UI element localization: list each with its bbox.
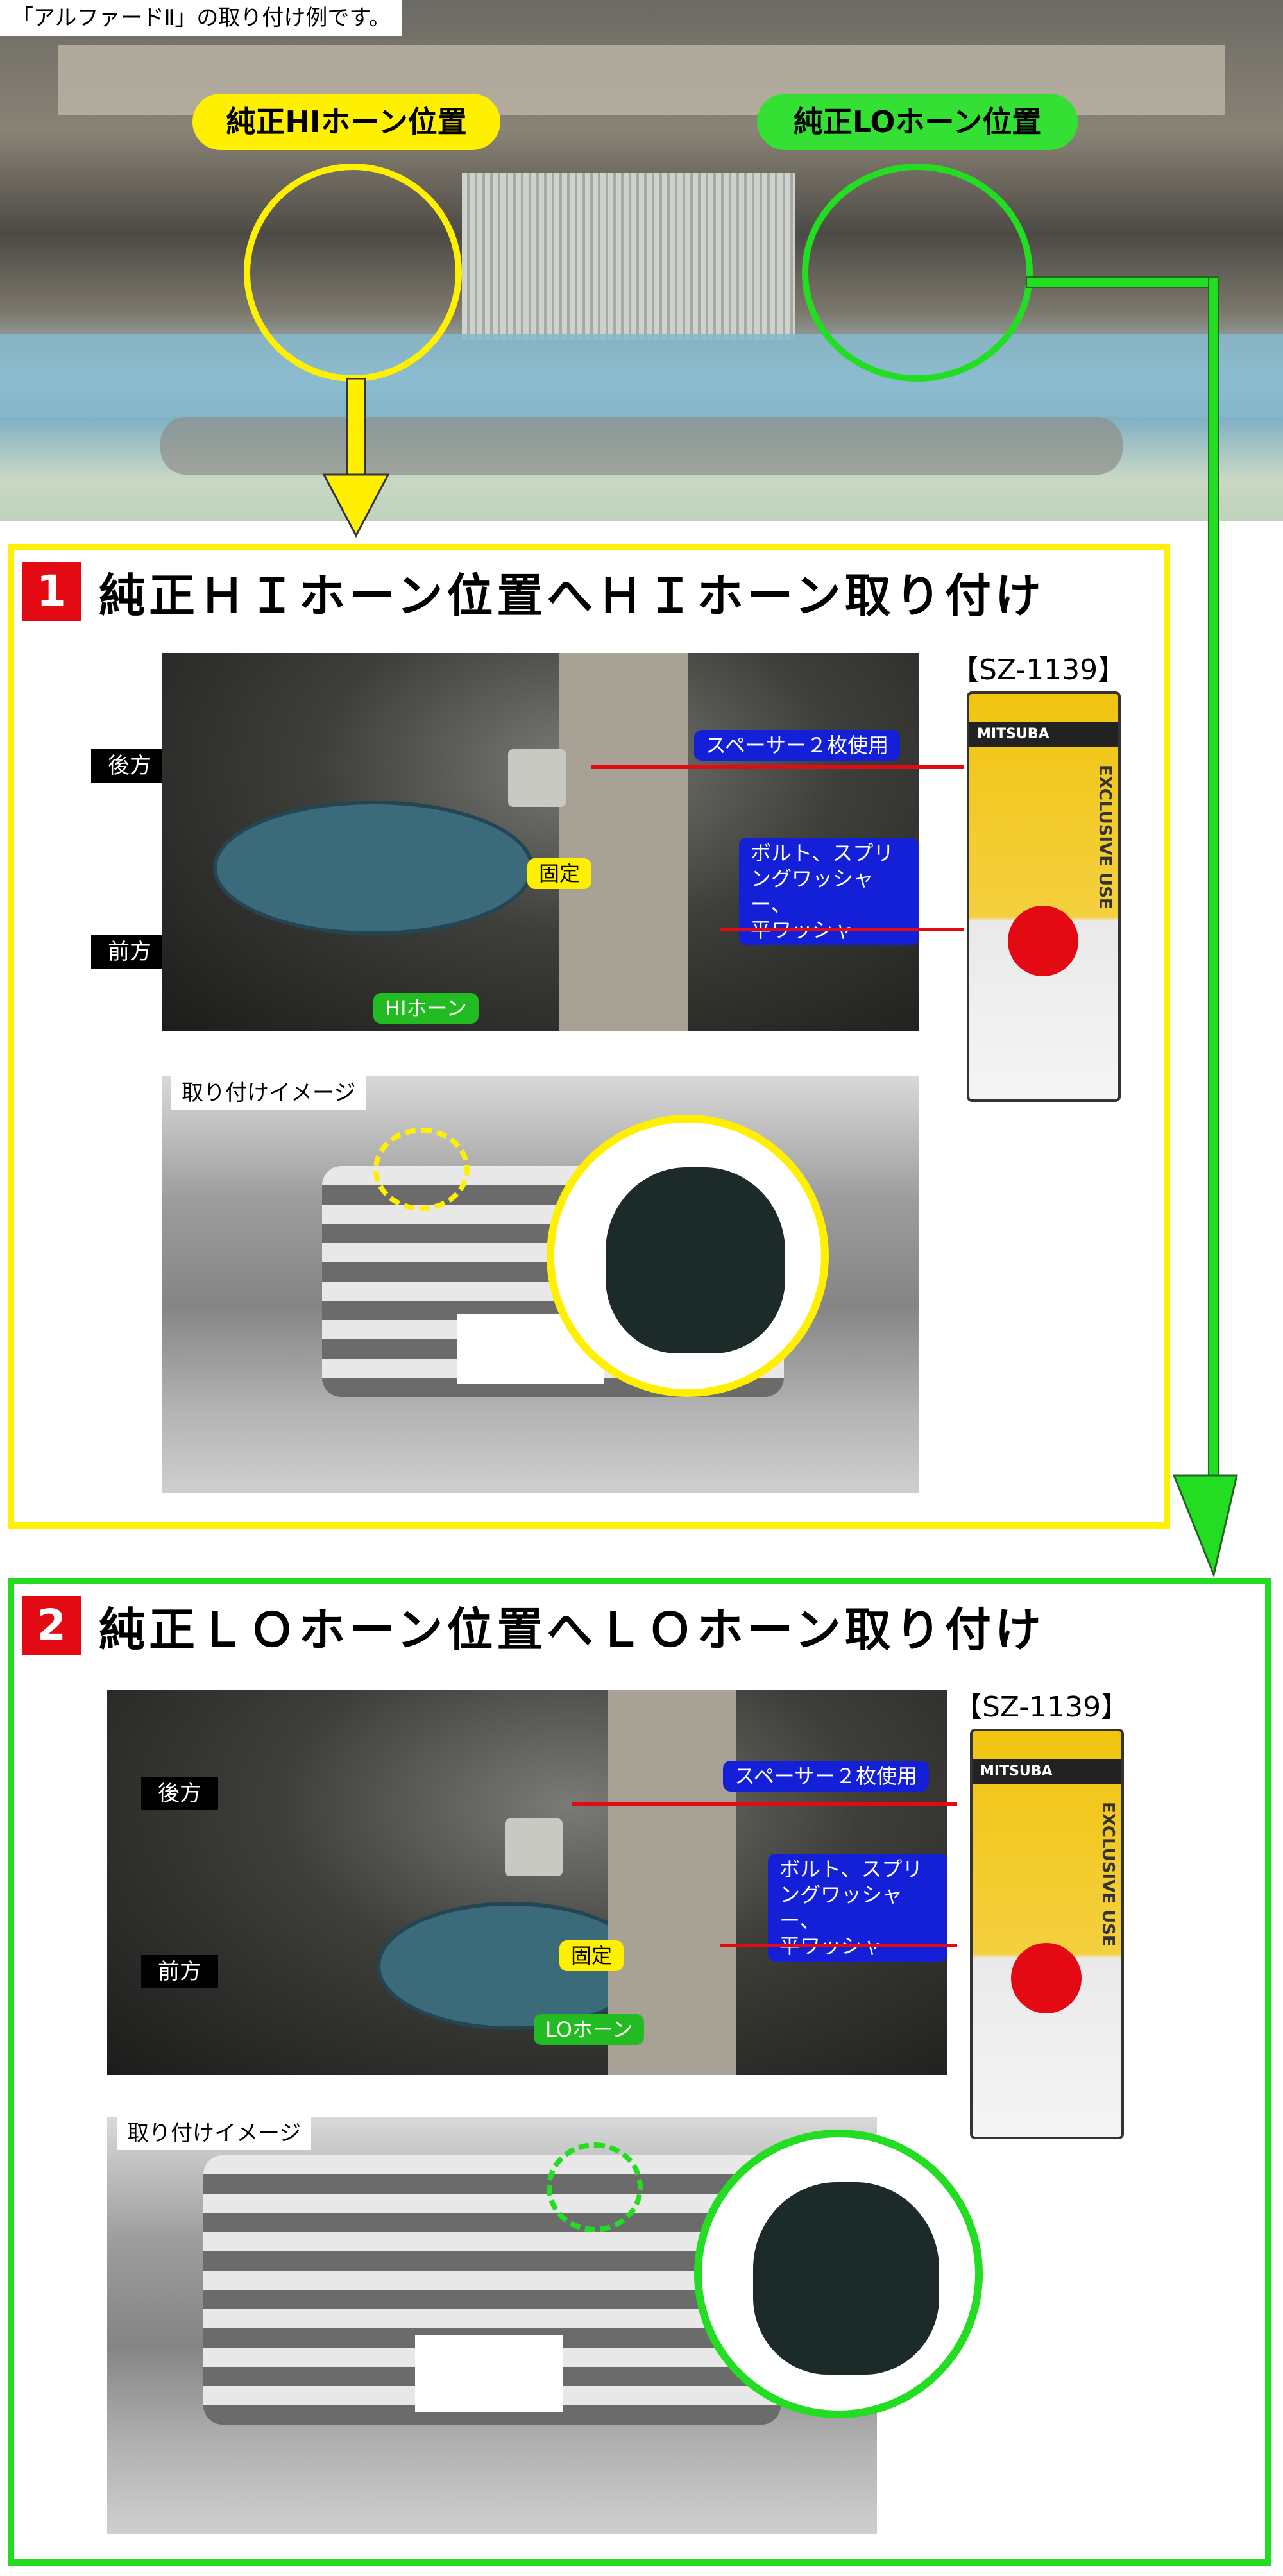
bolt-pointer-line: [720, 928, 964, 931]
section-lo-install: 2 純正ＬＯホーン位置へＬＯホーン取り付け 後方 前方 スペーサー２枚使用 ボル…: [8, 1578, 1271, 2566]
section-header: 1 純正ＨＩホーン位置へＨＩホーン取り付け: [22, 559, 1045, 623]
section-number-badge: 1: [22, 562, 81, 621]
grille-top: [160, 417, 1123, 475]
spacer-callout: スペーサー２枚使用: [723, 1761, 930, 1792]
direction-front-label: 前方: [141, 1955, 218, 1988]
hi-horn-highlight-ring: [244, 164, 462, 382]
lo-horn-location-ring: [547, 2142, 643, 2232]
hi-position-label: 純正HIホーン位置: [192, 94, 500, 150]
section-title: 純正ＬＯホーン位置へＬＯホーン取り付け: [99, 1602, 1045, 1657]
hi-horn-body: [213, 801, 534, 935]
package-side-text: EXCLUSIVE USE: [1098, 1802, 1117, 1947]
horn-icon: [753, 2182, 939, 2375]
spacer-pointer-line: [572, 1802, 957, 1806]
horn-label: HIホーン: [373, 993, 479, 1024]
mount-bracket: [608, 1690, 736, 2075]
package-badge: [1008, 906, 1078, 976]
mount-bracket: [559, 653, 688, 1031]
license-plate: [415, 2335, 563, 2412]
package-code: 【SZ-1139】: [951, 654, 1126, 686]
install-image-tag: 取り付けイメージ: [171, 1076, 366, 1110]
bolt-callout-line-1: ボルト、スプリ: [779, 1857, 923, 1881]
lo-install-image: [107, 2117, 877, 2534]
radiator-core: [462, 173, 795, 340]
front-bumper: [0, 334, 1283, 417]
page-caption: 「アルファードⅡ」の取り付け例です。: [0, 0, 402, 36]
direction-back-label: 後方: [91, 749, 168, 783]
hi-down-arrow: [322, 378, 390, 538]
fixed-label: 固定: [527, 858, 592, 889]
direction-front-label: 前方: [91, 935, 168, 969]
bolt-callout-line-2: ングワッシャー、: [779, 1883, 903, 1933]
hi-horn-location-ring: [373, 1128, 470, 1211]
lo-connector-arrow: [1026, 276, 1238, 1578]
spacer-package: MITSUBA EXCLUSIVE USE: [967, 691, 1121, 1102]
lo-horn-zoom: [694, 2130, 983, 2418]
spacer-package: MITSUBA EXCLUSIVE USE: [970, 1729, 1124, 2139]
bolt-callout-line-1: ボルト、スプリ: [751, 841, 894, 865]
package-side-text: EXCLUSIVE USE: [1095, 765, 1114, 910]
lo-position-label: 純正LOホーン位置: [757, 94, 1078, 150]
section-number-badge: 2: [22, 1596, 81, 1655]
install-image-tag: 取り付けイメージ: [117, 2117, 312, 2150]
package-badge: [1011, 1943, 1082, 2013]
bolt: [505, 1818, 563, 1876]
engine-bay-photo: 「アルファードⅡ」の取り付け例です。 純正HIホーン位置 純正LOホーン位置: [0, 0, 1283, 521]
direction-back-label: 後方: [141, 1777, 218, 1810]
section-title: 純正ＨＩホーン位置へＨＩホーン取り付け: [99, 568, 1045, 623]
hi-horn-zoom: [547, 1115, 829, 1397]
package-code: 【SZ-1139】: [954, 1691, 1130, 1724]
fixed-label: 固定: [559, 1940, 624, 1971]
spacer-callout: スペーサー２枚使用: [694, 730, 901, 761]
bolt: [508, 749, 566, 807]
horn-icon: [606, 1167, 785, 1353]
bolt-callout-line-2: ングワッシャー、: [751, 867, 874, 917]
spacer-pointer-line: [591, 765, 964, 769]
package-brand: MITSUBA: [969, 722, 1118, 747]
lo-horn-highlight-ring: [802, 164, 1033, 382]
section-header: 2 純正ＬＯホーン位置へＬＯホーン取り付け: [22, 1593, 1045, 1657]
section-hi-install: 1 純正ＨＩホーン位置へＨＩホーン取り付け 後方 前方 スペーサー２枚使用 ボル…: [8, 544, 1170, 1529]
horn-label: LOホーン: [534, 2014, 645, 2045]
bolt-pointer-line: [720, 1944, 957, 1947]
package-brand: MITSUBA: [973, 1759, 1121, 1784]
